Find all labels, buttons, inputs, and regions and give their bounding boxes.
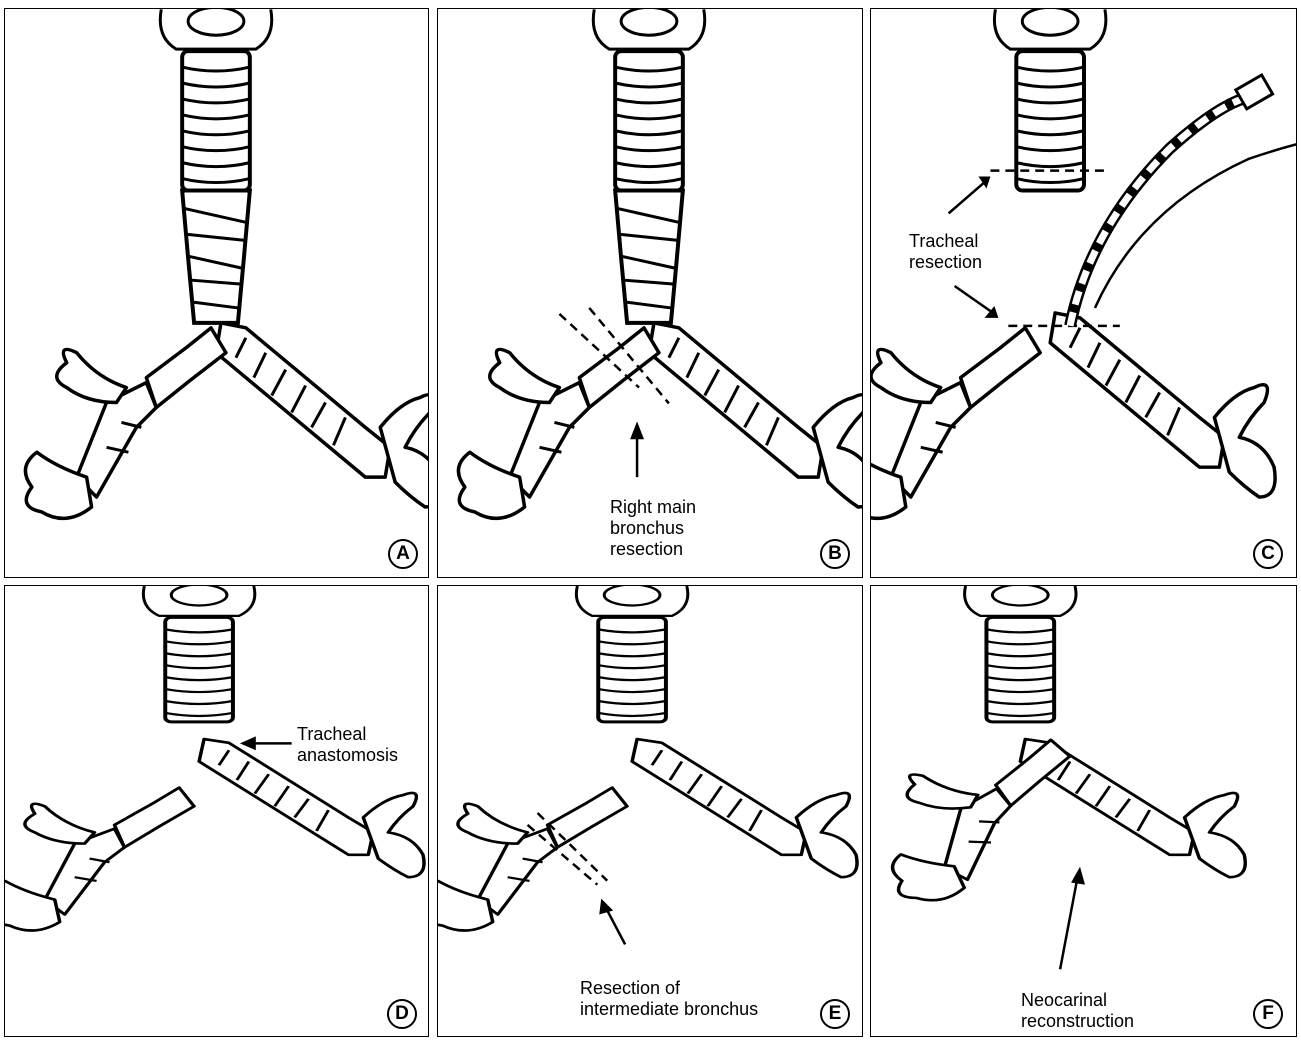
arrow-head	[630, 421, 644, 439]
annotation-tracheal-anastomosis: Tracheal anastomosis	[297, 724, 398, 766]
annotation-tracheal-resection: Tracheal resection	[909, 231, 982, 273]
pointer-arrow	[1060, 875, 1078, 970]
airway-illustration	[5, 586, 428, 1036]
pointer-arrow	[949, 181, 987, 214]
panel-c: Tracheal resection C	[870, 8, 1297, 578]
arrow-head	[599, 899, 613, 915]
panel-label-badge: C	[1253, 539, 1283, 569]
arrow-head	[240, 736, 256, 750]
tube-wire	[1095, 144, 1296, 308]
panel-label-badge: D	[387, 999, 417, 1029]
panel-d: Tracheal anastomosis D	[4, 585, 429, 1037]
panel-b: Right main bronchus resection B	[437, 8, 863, 578]
airway-illustration	[871, 586, 1296, 1036]
airway-illustration	[438, 9, 862, 577]
panel-a: A	[4, 8, 429, 578]
airway-illustration	[871, 9, 1296, 577]
panel-label-badge: E	[820, 999, 850, 1029]
annotation-neocarinal-reconstruction: Neocarinal reconstruction	[1021, 990, 1134, 1032]
panel-label-badge: B	[820, 539, 850, 569]
annotation-right-main-bronchus-resection: Right main bronchus resection	[610, 497, 696, 560]
panel-label-badge: A	[388, 539, 418, 569]
pointer-arrow	[605, 907, 625, 945]
pointer-arrow	[955, 286, 995, 314]
airway-illustration	[5, 9, 428, 577]
panel-e: Resection of intermediate bronchus E	[437, 585, 863, 1037]
airway-illustration	[438, 586, 862, 1036]
endotracheal-tube	[1070, 97, 1249, 326]
arrow-head	[1071, 867, 1085, 885]
panel-label-badge: F	[1253, 999, 1283, 1029]
annotation-resection-of-intermediate-bronchus: Resection of intermediate bronchus	[580, 978, 758, 1020]
panel-f: Neocarinal reconstruction F	[870, 585, 1297, 1037]
